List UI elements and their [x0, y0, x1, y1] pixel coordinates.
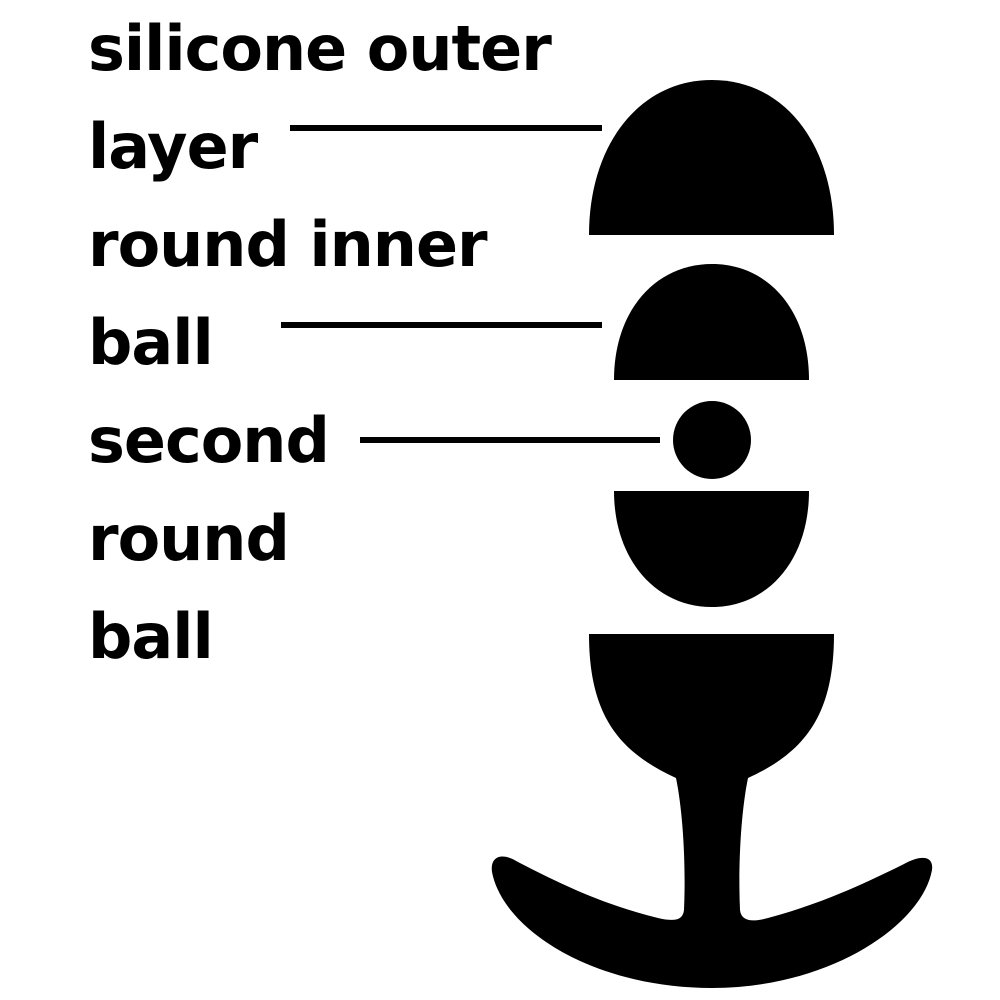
inner-ball-bottom-half — [614, 491, 809, 607]
silicone-outer-layer-label: silicone outer layer — [88, 12, 552, 183]
second-round-ball-label: second round ball — [88, 404, 330, 673]
inner-ball-top-half — [614, 264, 809, 380]
second-round-ball — [673, 401, 751, 479]
outer-shell-bottom-with-anchor-base — [491, 634, 933, 988]
outer-shell-top-half — [589, 80, 834, 235]
round-inner-ball-label: round inner ball — [88, 208, 488, 379]
